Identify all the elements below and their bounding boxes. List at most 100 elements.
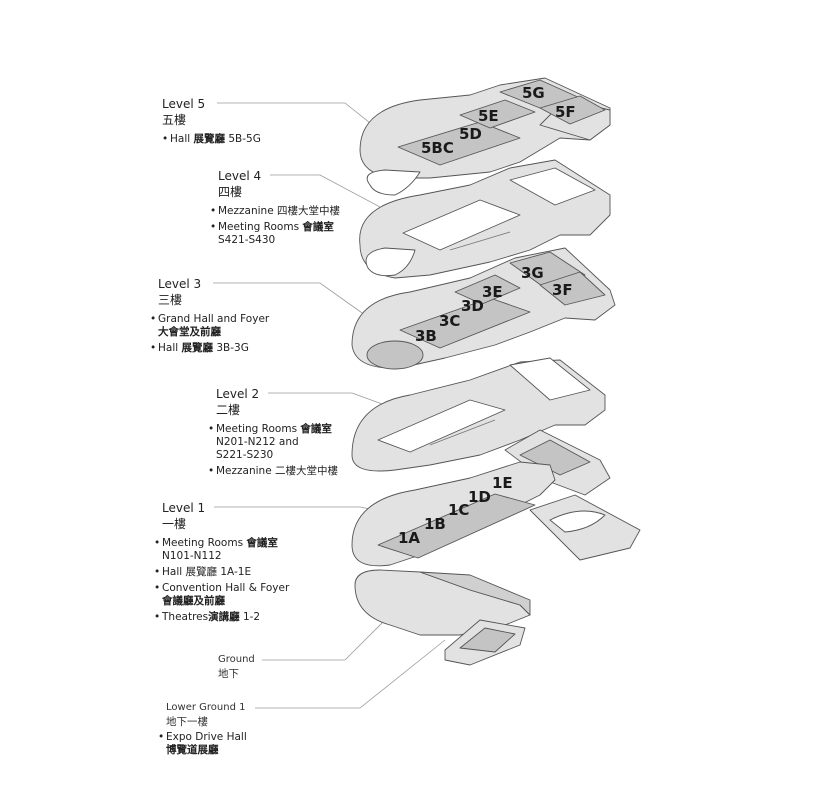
legend-item: Hall 展覽廳 5B-5G bbox=[162, 133, 261, 146]
item-en: Meeting Rooms bbox=[162, 537, 244, 549]
hall-zone bbox=[399, 297, 531, 349]
zone-label: 3D bbox=[461, 297, 484, 315]
legend-item: Meeting Rooms 會議室 S421-S430 bbox=[210, 221, 340, 247]
floor-level-3 bbox=[351, 247, 616, 370]
item-line3: S221-S230 bbox=[216, 449, 274, 461]
leader-level-2 bbox=[268, 392, 386, 406]
item-en: Hall bbox=[170, 133, 191, 145]
zone-label: 1E bbox=[492, 474, 513, 492]
legend-lower-ground: Lower Ground 1 地下一樓 Expo Drive Hall 博覽道展… bbox=[158, 701, 247, 760]
zone-label: 1A bbox=[398, 529, 420, 547]
floor-level-5 bbox=[359, 77, 611, 196]
item-line2-cn: 會議廳及前廳 bbox=[162, 595, 225, 607]
legend-items: Grand Hall and Foyer 大會堂及前廳 Hall 展覽廳 3B-… bbox=[150, 313, 269, 355]
item-en: Hall bbox=[162, 566, 183, 578]
zone-label: 5F bbox=[555, 103, 576, 121]
legend-item: Meeting Rooms 會議室 N201-N212 and S221-S23… bbox=[208, 423, 338, 462]
level-title-cn: 一樓 bbox=[162, 517, 187, 531]
item-en: Convention Hall & Foyer bbox=[162, 582, 290, 594]
zone-label: 3B bbox=[415, 327, 437, 345]
zone-labels: 5BC 5D 5E 5G 5F 3B 3C 3D 3E 3G 3F 1A 1B … bbox=[398, 84, 576, 547]
item-en: Mezzanine bbox=[216, 465, 272, 477]
leader-lower-ground bbox=[255, 639, 446, 709]
level-title-cn: 二樓 bbox=[216, 403, 241, 417]
legend-ground: Ground 地下 bbox=[218, 653, 255, 681]
level-title-cn: 地下一樓 bbox=[166, 716, 208, 728]
floor-lower-ground bbox=[444, 619, 526, 666]
leader-ground bbox=[262, 619, 386, 661]
hall-zone bbox=[459, 99, 536, 129]
hall-zone bbox=[454, 274, 521, 305]
hall-zone bbox=[539, 271, 606, 306]
zone-label: 3C bbox=[439, 312, 460, 330]
item-cn: 演講廳 bbox=[208, 611, 240, 623]
legend-item: Mezzanine 四樓大堂中樓 bbox=[210, 205, 340, 218]
zone-label: 1D bbox=[468, 488, 491, 506]
item-line2-cn: 博覽道展廳 bbox=[166, 744, 219, 756]
item-cn: 會議室 bbox=[300, 423, 332, 435]
item-cn: 展覽廳 bbox=[181, 342, 214, 354]
legend-item: Grand Hall and Foyer 大會堂及前廳 bbox=[150, 313, 269, 339]
zone-label: 5BC bbox=[421, 139, 454, 157]
floor-level-2 bbox=[351, 357, 606, 472]
item-cn: 四樓大堂中樓 bbox=[277, 205, 341, 217]
item-en: Meeting Rooms bbox=[218, 221, 300, 233]
leader-level-4 bbox=[270, 174, 396, 216]
item-cn: 會議室 bbox=[302, 221, 334, 233]
leader-level-3 bbox=[213, 282, 373, 321]
zone-label: 5G bbox=[522, 84, 545, 102]
item-suffix: 3B-3G bbox=[216, 342, 249, 354]
item-line2: N201-N212 and bbox=[216, 436, 299, 448]
item-cn: 會議室 bbox=[246, 537, 278, 549]
legend-item: Convention Hall & Foyer 會議廳及前廳 bbox=[154, 582, 289, 608]
level-title: Level 1 bbox=[162, 501, 206, 515]
hall-zone bbox=[539, 95, 606, 125]
zone-label: 5D bbox=[459, 125, 482, 143]
item-line2: N101-N112 bbox=[162, 550, 222, 562]
item-en: Theatres bbox=[162, 611, 209, 623]
legend-level-3: Level 3 三樓 Grand Hall and Foyer 大會堂及前廳 H… bbox=[150, 276, 269, 358]
zone-label: 5E bbox=[478, 107, 499, 125]
legend-level-4: Level 4 四樓 Mezzanine 四樓大堂中樓 Meeting Room… bbox=[210, 168, 340, 250]
level-title: Level 3 bbox=[158, 277, 202, 291]
item-suffix: 1A-1E bbox=[220, 566, 252, 578]
floor-ground bbox=[354, 569, 531, 636]
floor-level-4 bbox=[359, 159, 611, 279]
item-suffix: 1-2 bbox=[242, 611, 261, 623]
level-title: Level 5 bbox=[162, 97, 206, 111]
item-suffix: 5B-5G bbox=[228, 133, 261, 145]
hall-zone bbox=[377, 493, 536, 559]
level-title: Level 4 bbox=[218, 169, 262, 183]
level-title-cn: 地下 bbox=[218, 668, 239, 680]
leader-lines bbox=[213, 102, 446, 709]
level-title: Level 2 bbox=[216, 387, 260, 401]
hall-zone bbox=[397, 121, 521, 166]
item-en: Hall bbox=[158, 342, 179, 354]
zone-label: 3E bbox=[482, 283, 503, 301]
item-en: Expo Drive Hall bbox=[166, 731, 247, 743]
level-title-cn: 四樓 bbox=[218, 185, 243, 199]
zone-label: 3G bbox=[521, 264, 544, 282]
legend-item: Expo Drive Hall 博覽道展廳 bbox=[158, 731, 247, 757]
legend-items: Mezzanine 四樓大堂中樓 Meeting Rooms 會議室 S421-… bbox=[210, 205, 340, 247]
item-line2: S421-S430 bbox=[218, 234, 276, 246]
item-en: Grand Hall and Foyer bbox=[158, 313, 270, 325]
item-en: Mezzanine bbox=[218, 205, 274, 217]
floor-level-1 bbox=[351, 461, 641, 567]
legend-level-5: Level 5 五樓 Hall 展覽廳 5B-5G bbox=[162, 96, 261, 149]
legend-item: Hall 展覽廳 1A-1E bbox=[154, 566, 289, 579]
zone-label: 1C bbox=[448, 501, 469, 519]
legend-item: Hall 展覽廳 3B-3G bbox=[150, 342, 269, 355]
legend-items: Expo Drive Hall 博覽道展廳 bbox=[158, 731, 247, 757]
legend-items: Meeting Rooms 會議室 N101-N112 Hall 展覽廳 1A-… bbox=[154, 537, 289, 624]
item-cn: 展覽廳 bbox=[185, 566, 218, 578]
legend-level-2: Level 2 二樓 Meeting Rooms 會議室 N201-N212 a… bbox=[208, 386, 338, 481]
legend-level-1: Level 1 一樓 Meeting Rooms 會議室 N101-N112 H… bbox=[154, 500, 289, 627]
item-en: Meeting Rooms bbox=[216, 423, 298, 435]
zone-label: 1B bbox=[424, 515, 446, 533]
level-title: Ground bbox=[218, 654, 255, 665]
legend-items: Hall 展覽廳 5B-5G bbox=[162, 133, 261, 146]
level-title-cn: 三樓 bbox=[158, 293, 183, 307]
item-cn: 二樓大堂中樓 bbox=[275, 465, 339, 477]
